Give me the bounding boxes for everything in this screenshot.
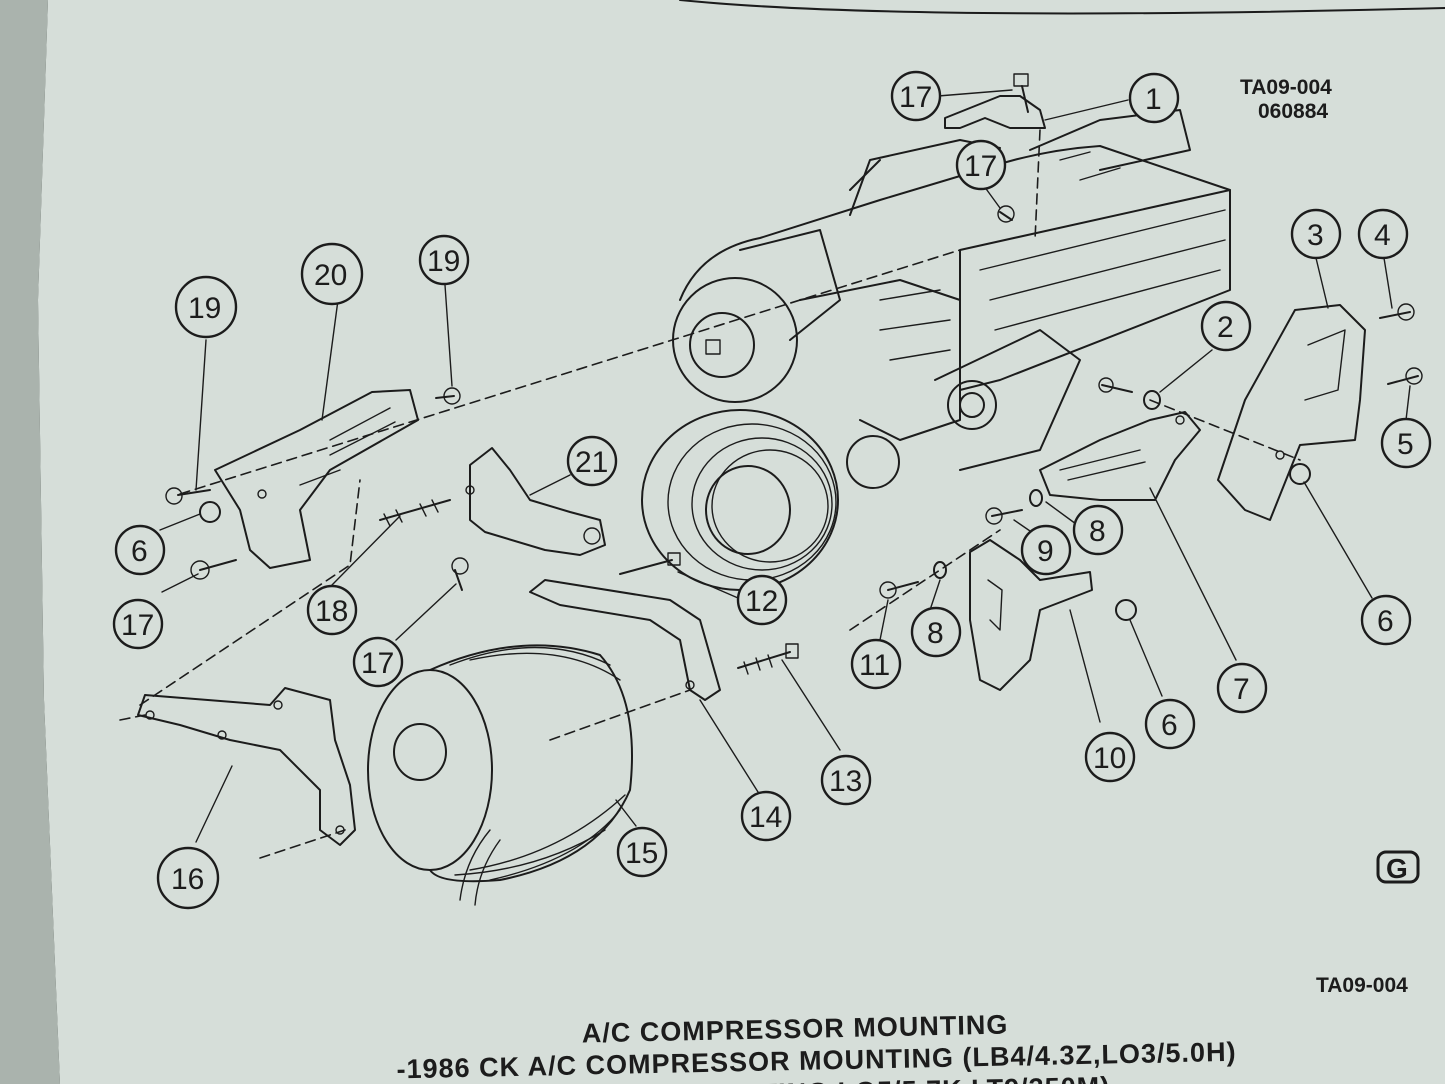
- svg-text:G: G: [1386, 853, 1408, 884]
- svg-text:8: 8: [927, 617, 944, 650]
- svg-text:6: 6: [1161, 709, 1178, 742]
- callout-6-right: 6: [1360, 594, 1412, 646]
- svg-text:17: 17: [121, 609, 154, 642]
- callout-6-lower: 6: [1144, 698, 1196, 750]
- svg-text:3: 3: [1307, 219, 1324, 252]
- svg-text:1: 1: [1145, 83, 1162, 116]
- callout-19-mid: 19: [418, 234, 470, 286]
- gm-logo: G: [1376, 850, 1420, 884]
- callout-4: 4: [1357, 208, 1409, 260]
- svg-text:21: 21: [575, 446, 608, 479]
- svg-text:5: 5: [1397, 428, 1414, 461]
- callout-15: 15: [616, 826, 668, 878]
- svg-text:6: 6: [131, 535, 148, 568]
- bracket-1: [944, 95, 1046, 129]
- callout-14: 14: [740, 790, 792, 842]
- bracket-14: [529, 579, 721, 701]
- svg-text:8: 8: [1089, 515, 1106, 548]
- callout-16: 16: [156, 846, 220, 910]
- compressor: [367, 644, 633, 906]
- callout-9: 9: [1020, 524, 1072, 576]
- callout-10: 10: [1084, 731, 1136, 783]
- callout-1: 1: [1128, 72, 1180, 124]
- bracket-21: [465, 447, 606, 556]
- bracket-7: [1039, 411, 1201, 501]
- svg-text:13: 13: [829, 765, 862, 798]
- date-code: 060884: [1258, 100, 1328, 123]
- svg-text:19: 19: [427, 245, 460, 278]
- svg-text:2: 2: [1217, 311, 1234, 344]
- svg-text:9: 9: [1037, 535, 1054, 568]
- svg-text:17: 17: [899, 81, 932, 114]
- svg-text:17: 17: [964, 150, 997, 183]
- callout-2: 2: [1200, 300, 1252, 352]
- assembly-lines: [119, 129, 1301, 859]
- fasteners: [165, 73, 1423, 675]
- svg-text:18: 18: [315, 595, 348, 628]
- callout-17-upper: 17: [955, 139, 1007, 191]
- callout-11: 11: [850, 638, 902, 690]
- svg-text:14: 14: [749, 801, 782, 834]
- callout-5: 5: [1380, 417, 1432, 469]
- footer-code: TA09-004: [1316, 974, 1408, 997]
- svg-text:15: 15: [625, 837, 658, 870]
- bracket-10: [969, 539, 1093, 691]
- callout-18: 18: [306, 584, 358, 636]
- callout-17-mid: 17: [352, 636, 404, 688]
- callout-12: 12: [736, 574, 788, 626]
- callout-21: 21: [566, 435, 618, 487]
- bracket-3: [1217, 304, 1366, 521]
- svg-text:7: 7: [1233, 673, 1250, 706]
- callout-17-left: 17: [112, 598, 164, 650]
- paper-edge-shadow: [0, 0, 60, 1084]
- bracket-16: [137, 687, 356, 846]
- reference-code: TA09-004: [1240, 76, 1332, 99]
- callout-3: 3: [1290, 208, 1342, 260]
- svg-text:10: 10: [1093, 742, 1126, 775]
- callout-13: 13: [820, 754, 872, 806]
- svg-text:19: 19: [188, 292, 221, 325]
- callout-8-lower: 8: [910, 606, 962, 658]
- callout-17-top: 17: [890, 70, 942, 122]
- callout-20: 20: [300, 242, 364, 306]
- svg-text:16: 16: [171, 863, 204, 896]
- svg-text:12: 12: [745, 585, 778, 618]
- svg-text:11: 11: [859, 649, 890, 682]
- callout-8-upper: 8: [1072, 504, 1124, 556]
- bracket-20: [214, 389, 419, 569]
- callout-19-left: 19: [174, 275, 238, 339]
- svg-text:17: 17: [361, 647, 394, 680]
- leader-lines: [159, 89, 1411, 843]
- top-border-line: [679, 0, 1445, 15]
- svg-text:6: 6: [1377, 605, 1394, 638]
- callout-7: 7: [1216, 662, 1268, 714]
- svg-text:4: 4: [1374, 219, 1391, 252]
- callout-6-left: 6: [114, 524, 166, 576]
- svg-text:20: 20: [314, 259, 347, 292]
